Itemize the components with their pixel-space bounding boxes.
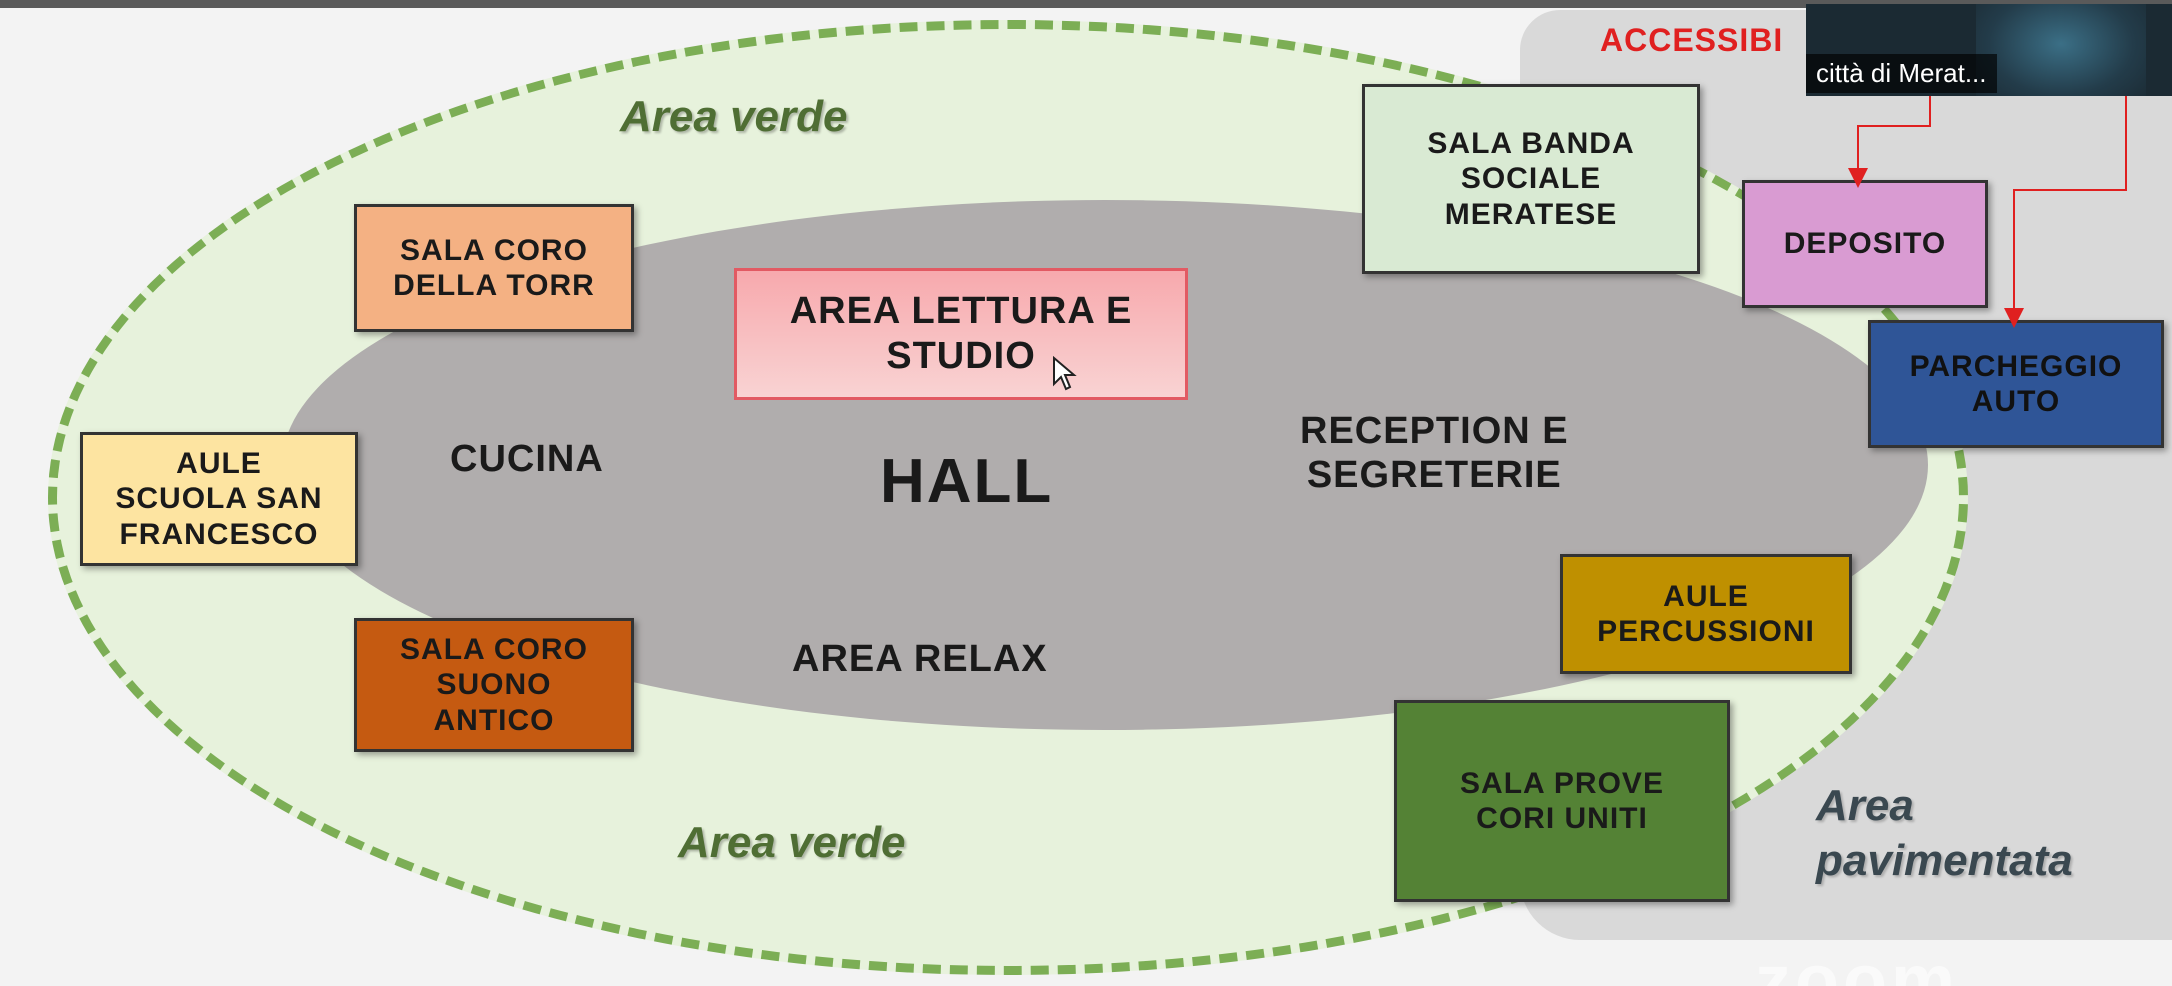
cucina-label: CUCINA	[450, 438, 604, 480]
area-lettura-studio-box: AREA LETTURA E STUDIO	[734, 268, 1188, 400]
aule-percussioni-box: AULE PERCUSSIONI	[1560, 554, 1852, 674]
paved-area-label: Area pavimentata	[1816, 781, 2073, 885]
aule-san-francesco-box: AULE SCUOLA SAN FRANCESCO	[80, 432, 358, 566]
reception-label: RECEPTION E SEGRETERIE	[1300, 410, 1569, 496]
sala-coro-torr-box: SALA CORO DELLA TORR	[354, 204, 634, 332]
participant-video-feed	[1976, 4, 2146, 96]
sala-banda-box: SALA BANDA SOCIALE MERATESE	[1362, 84, 1700, 274]
green-area-bottom-label: Area verde	[678, 818, 906, 867]
mouse-cursor-icon	[1053, 356, 1077, 391]
participant-video-tile[interactable]: città di Merat...	[1806, 4, 2172, 96]
green-area-top-label: Area verde	[620, 92, 848, 141]
parcheggio-auto-box: PARCHEGGIO AUTO	[1868, 320, 2164, 448]
window-top-bar	[0, 0, 2172, 8]
arrow-to-deposito	[1848, 96, 1931, 188]
sala-coro-suono-antico-box: SALA CORO SUONO ANTICO	[354, 618, 634, 752]
arrow-to-parcheggio	[2004, 96, 2127, 328]
zoom-watermark: zoom	[1755, 941, 1959, 986]
area-relax-label: AREA RELAX	[792, 638, 1048, 680]
hall-label: HALL	[880, 447, 1054, 516]
participant-name-label: città di Merat...	[1806, 54, 1997, 93]
accessibility-title: ACCESSIBI	[1600, 22, 1784, 58]
sala-prove-box: SALA PROVE CORI UNITI	[1394, 700, 1730, 902]
deposito-box: DEPOSITO	[1742, 180, 1988, 308]
